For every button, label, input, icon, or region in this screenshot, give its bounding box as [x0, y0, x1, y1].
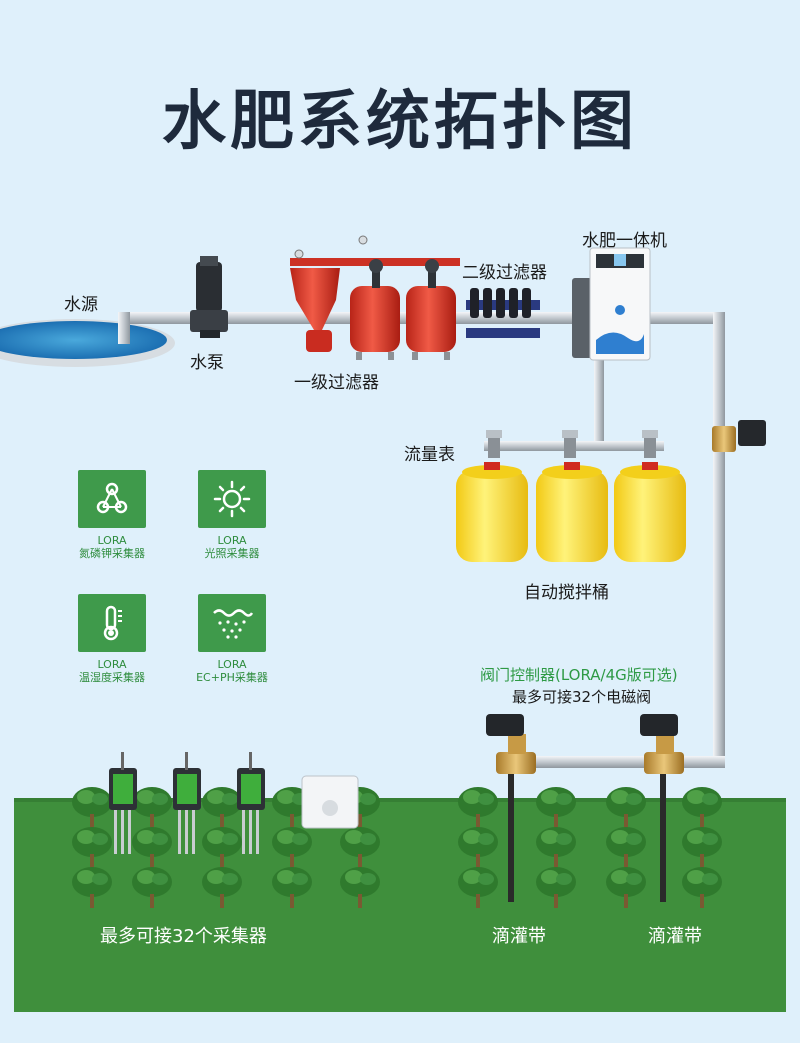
secondary-filter-icon — [466, 288, 540, 338]
label-collector-capacity: 最多可接32个采集器 — [100, 926, 267, 947]
label-drip-tape-1: 滴灌带 — [492, 926, 546, 947]
pump-icon — [190, 256, 228, 338]
sensor-light-line2: 光照采集器 — [204, 547, 260, 560]
molecule-icon — [78, 470, 146, 528]
flow-meter-icons — [486, 430, 658, 458]
thermometer-icon — [78, 594, 146, 652]
sensor-npk-line1: LORA — [97, 534, 127, 547]
mixing-tank-icons — [456, 462, 686, 562]
label-drip-tape-2: 滴灌带 — [648, 926, 702, 947]
sensor-card-npk: LORA 氮磷钾采集器 — [62, 470, 162, 560]
sensor-npk-line2: 氮磷钾采集器 — [79, 547, 145, 560]
label-valve-controller: 阀门控制器(LORA/4G版可选) — [480, 666, 678, 684]
label-primary-filter: 一级过滤器 — [294, 373, 379, 393]
sensor-card-temp-humidity: LORA 温湿度采集器 — [62, 594, 162, 684]
sensor-temp-line1: LORA — [97, 658, 127, 671]
field-sensor-probes — [109, 752, 359, 854]
sensor-ecph-line1: LORA — [217, 658, 247, 671]
fertigation-machine-icon — [572, 247, 651, 361]
label-secondary-filter: 二级过滤器 — [462, 263, 547, 283]
sensor-temp-line2: 温湿度采集器 — [79, 671, 145, 684]
solenoid-valve-icons — [486, 714, 684, 902]
label-valve-capacity: 最多可接32个电磁阀 — [512, 688, 652, 706]
primary-filter-icon — [290, 235, 460, 360]
water-source-pool — [0, 319, 175, 367]
label-fertigation-machine: 水肥一体机 — [582, 231, 667, 251]
sensor-card-light: LORA 光照采集器 — [182, 470, 282, 560]
sensor-card-ec-ph: LORA EC+PH采集器 — [182, 594, 282, 684]
label-mixing-tanks: 自动搅拌桶 — [524, 583, 609, 603]
label-flow-meter: 流量表 — [404, 445, 455, 465]
sensor-ecph-line2: EC+PH采集器 — [196, 671, 268, 684]
water-drops-icon — [198, 594, 266, 652]
sun-icon — [198, 470, 266, 528]
label-water-source: 水源 — [64, 295, 98, 315]
page-title: 水肥系统拓扑图 — [162, 85, 638, 159]
sensor-light-line1: LORA — [217, 534, 247, 547]
label-pump: 水泵 — [190, 353, 224, 373]
side-valve-icon — [712, 420, 766, 452]
